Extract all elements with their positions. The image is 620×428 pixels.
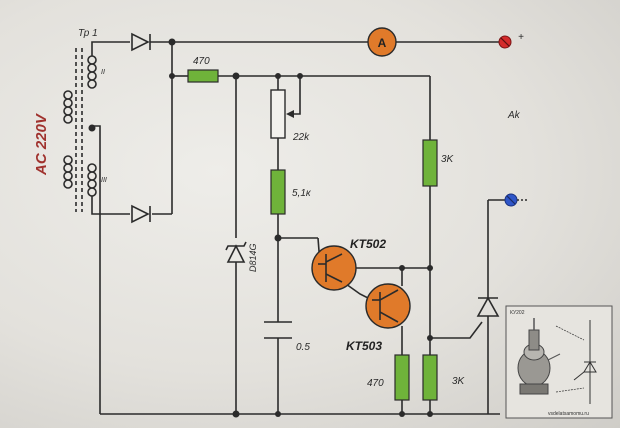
plus-label: +	[518, 32, 524, 43]
resistor-5-1k: 5,1к	[270, 169, 312, 215]
inset-credit: vsdelatsamomu.ru	[548, 411, 589, 417]
zener-diode: D814G	[225, 241, 258, 272]
inset-title: КУ202	[510, 310, 525, 316]
winding-a-label: II	[101, 69, 105, 76]
resistor-470-bottom: 470	[367, 354, 410, 401]
diode-bottom	[131, 204, 151, 224]
thyristor-pinout-inset: КУ202 vsdelatsamomu.ru	[505, 305, 613, 419]
wires	[91, 41, 506, 415]
positive-terminal: +	[498, 32, 524, 49]
resistor-3k-right-label: 3K	[441, 154, 455, 165]
thyristor-symbol-icon	[555, 320, 597, 404]
zener-label: D814G	[248, 243, 258, 272]
junction-dots	[88, 38, 433, 418]
resistor-3k-bottom: 3K	[422, 354, 466, 401]
thyristor	[476, 290, 500, 317]
transformer-label: Тр 1	[78, 28, 98, 39]
ammeter-label: A	[378, 36, 387, 50]
capacitor-label: 0.5	[296, 342, 310, 353]
primary-winding	[63, 90, 73, 189]
resistor-5-1k-label: 5,1к	[292, 188, 312, 199]
potentiometer-22k: 22k	[270, 89, 310, 143]
transistor-kt503: KT503	[346, 283, 411, 353]
resistor-470-top-label: 470	[193, 56, 210, 67]
transformer: Тр 1 II III AC 220V	[33, 28, 107, 212]
kt503-label: KT503	[346, 339, 382, 353]
winding-b-label: III	[101, 177, 107, 184]
transistor-kt502: KT502	[311, 237, 386, 291]
resistor-3k-bottom-label: 3K	[452, 376, 466, 387]
capacitor: 0.5	[264, 321, 310, 353]
ammeter: A	[367, 27, 397, 57]
kt502-label: KT502	[350, 237, 386, 251]
battery-label: Ak	[507, 110, 521, 121]
resistor-470-bottom-label: 470	[367, 378, 384, 389]
ac-source-label: AC 220V	[33, 112, 50, 176]
resistor-470-top: 470	[187, 56, 219, 83]
negative-terminal	[504, 193, 528, 207]
pot-label: 22k	[292, 132, 310, 143]
diode-top	[131, 32, 151, 52]
thyristor-package-icon	[517, 318, 561, 395]
resistor-3k-right: 3K	[422, 139, 455, 187]
